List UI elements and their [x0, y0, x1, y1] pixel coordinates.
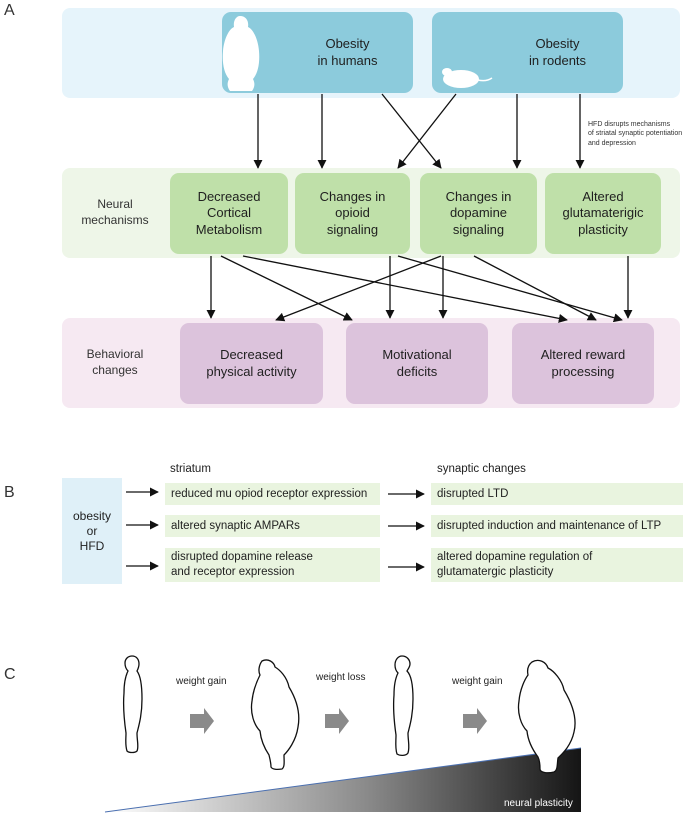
synaptic-row-2: disrupted induction and maintenance of L…	[431, 515, 683, 537]
panel-a-letter: A	[4, 2, 15, 19]
panel-b-arrows	[126, 487, 425, 572]
top-to-neural-arrows	[253, 93, 585, 169]
step-arrow-3	[463, 708, 487, 734]
behavior-box-motivational: Motivational deficits	[346, 323, 488, 404]
thin-figure-1	[122, 655, 143, 754]
weight-loss-label: weight loss	[316, 672, 366, 683]
synaptic-changes-heading: synaptic changes	[437, 463, 526, 475]
human-icon	[222, 16, 260, 91]
behavioral-changes-label: Behavioral changes	[86, 347, 144, 377]
synaptic-row-3: altered dopamine regulation of glutamate…	[431, 548, 683, 582]
striatum-heading: striatum	[170, 463, 211, 475]
striatum-row-2: altered synaptic AMPARs	[165, 515, 380, 537]
behavior-box-physical: Decreased physical activity	[180, 323, 323, 404]
striatum-row-1: reduced mu opiod receptor expression	[165, 483, 380, 505]
obesity-humans-label: Obesity in humans	[317, 36, 378, 68]
step-arrow-2	[325, 708, 349, 734]
obese-figure-2	[517, 659, 576, 774]
neural-box-glutamatergic: Altered glutamaterigic plasticity	[545, 173, 661, 254]
neural-to-behavior-arrows	[206, 255, 633, 323]
wedge-edge	[104, 747, 582, 813]
obese-figure-1	[250, 659, 300, 771]
panel-b-letter: B	[4, 484, 15, 501]
thin-figure-2	[392, 655, 414, 757]
neural-mechanisms-label: Neural mechanisms	[81, 197, 149, 227]
step-arrow-1	[190, 708, 214, 734]
hfd-annotation: HFD disrupts mechanisms of striatal syna…	[588, 121, 683, 147]
weight-gain-label-1: weight gain	[176, 676, 227, 687]
weight-gain-label-2: weight gain	[452, 676, 503, 687]
wedge-label: neural plasticity	[504, 798, 573, 809]
neural-box-opioid: Changes in opioid signaling	[295, 173, 410, 254]
step-arrows	[190, 708, 487, 734]
obesity-hfd-box: obesity or HFD	[62, 478, 122, 584]
obesity-rodents-box: Obesity in rodents	[432, 12, 623, 93]
behavior-box-reward: Altered reward processing	[512, 323, 654, 404]
mouse-icon	[442, 68, 493, 88]
synaptic-row-1: disrupted LTD	[431, 483, 683, 505]
panel-c-letter: C	[4, 666, 16, 683]
neural-box-cortical: Decreased Cortical Metabolism	[170, 173, 288, 254]
neural-box-dopamine: Changes in dopamine signaling	[420, 173, 537, 254]
obesity-rodents-label: Obesity in rodents	[528, 36, 587, 68]
striatum-row-3: disrupted dopamine release and receptor …	[165, 548, 380, 582]
